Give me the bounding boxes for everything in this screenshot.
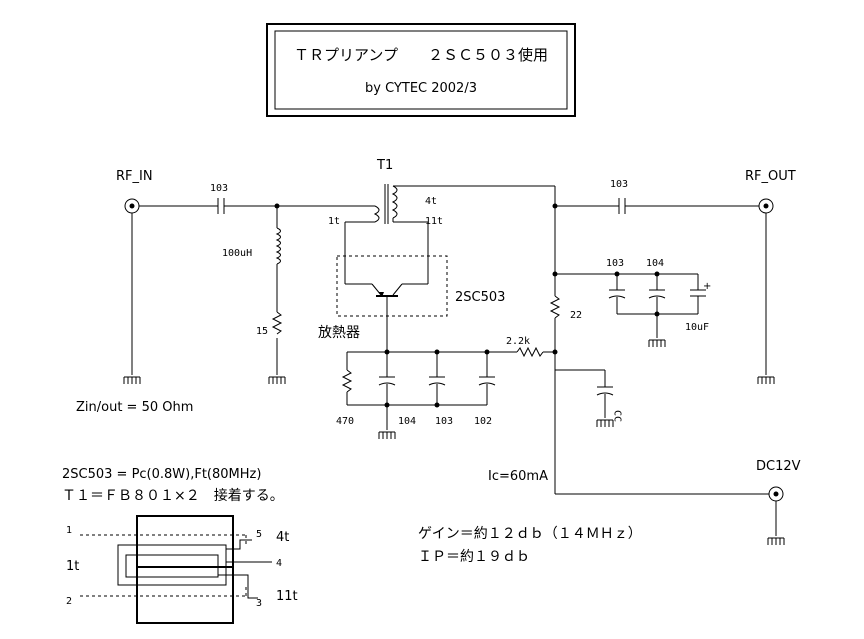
left-1t-label: 1t — [66, 559, 79, 574]
pin1-label: 1 — [66, 525, 72, 536]
t1-label: T1 — [376, 158, 393, 173]
ground-symbol — [378, 431, 396, 439]
rf-in-connector — [123, 198, 141, 384]
pin3-label: 3 — [256, 598, 262, 609]
ground-symbol — [596, 419, 614, 427]
title-line1: ＴＲプリアンプ ２ＳＣ５０３使用 — [294, 46, 548, 64]
zin-note: Zin/out = 50 Ohm — [76, 400, 193, 415]
ground-symbol — [268, 376, 286, 384]
ip-note: ＩＰ＝約１９ｄｂ — [418, 549, 530, 565]
transistor-2sc503 — [336, 255, 448, 352]
t1-winding-diagram — [80, 515, 272, 624]
inductor-label: 100uH — [222, 248, 252, 259]
cap103b-label: 103 — [606, 258, 624, 269]
t1-4t-label: 4t — [425, 196, 437, 207]
input-cap-label: 103 — [210, 183, 228, 194]
cap104b-label: 104 — [646, 258, 664, 269]
gain-note: ゲイン＝約１２ｄｂ（１４ＭＨｚ） — [418, 526, 642, 542]
svg-text:+: + — [703, 281, 711, 292]
title-box: ＴＲプリアンプ ２ＳＣ５０３使用 by CYTEC 2002/3 — [266, 23, 576, 117]
t1-1t-label: 1t — [328, 216, 340, 227]
dc12v-label: DC12V — [756, 459, 801, 474]
cap104a-label: 104 — [398, 416, 416, 427]
capacitor-103-decouple — [608, 295, 626, 299]
capacitor-cc — [596, 392, 614, 396]
res15-label: 15 — [256, 326, 268, 337]
resistor-22 — [549, 295, 561, 319]
title-line2: by CYTEC 2002/3 — [365, 81, 477, 96]
spec-line1: 2SC503 = Pc(0.8W),Ft(80MHz) — [62, 467, 261, 482]
rf-out-connector — [757, 198, 775, 384]
cap102-label: 102 — [474, 416, 492, 427]
inductor-100uh — [275, 227, 281, 265]
right-11t-label: 11t — [276, 589, 298, 604]
ic-note: Ic=60mA — [488, 469, 548, 484]
capacitor-103-emitter — [428, 382, 446, 386]
capacitor-102-emitter — [478, 382, 496, 386]
res22k-label: 2.2k — [506, 336, 530, 347]
ground-symbol — [648, 339, 666, 347]
transistor-label: 2SC503 — [455, 290, 505, 305]
resistor-15 — [271, 311, 283, 335]
heatsink-label: 放熱器 — [318, 325, 360, 341]
capacitor-104-emitter — [378, 382, 396, 386]
right-4t-label: 4t — [276, 530, 289, 545]
pin2-label: 2 — [66, 596, 72, 607]
rf-out-label: RF_OUT — [745, 169, 796, 184]
dc12v-connector — [767, 486, 785, 545]
capacitor-104-decouple — [648, 295, 666, 299]
res22-label: 22 — [570, 310, 582, 321]
resistor-470 — [341, 369, 353, 393]
output-capacitor — [618, 198, 626, 214]
t1-11t-label: 11t — [425, 216, 443, 227]
resistor-2-2k — [516, 346, 544, 358]
cap103a-label: 103 — [435, 416, 453, 427]
spec-line2: Ｔ１＝ＦＢ８０１×２ 接着する。 — [62, 487, 284, 504]
pin5-label: 5 — [256, 529, 262, 540]
ground-symbol — [123, 376, 141, 384]
input-capacitor — [217, 198, 225, 214]
res470-label: 470 — [336, 416, 354, 427]
cap10uf-label: 10uF — [685, 322, 709, 333]
capcc-label: CC — [612, 410, 623, 422]
transformer-t1 — [373, 184, 398, 224]
pin4-label: 4 — [276, 558, 282, 569]
output-cap-label: 103 — [610, 179, 628, 190]
rf-in-label: RF_IN — [116, 169, 153, 184]
